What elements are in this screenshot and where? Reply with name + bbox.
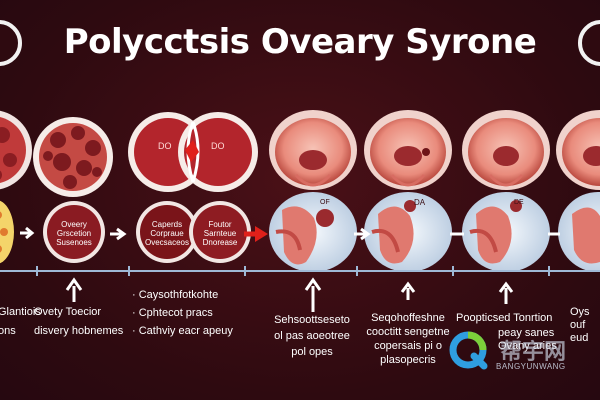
- caption-line: Ovany aries: [498, 340, 557, 352]
- ovary-label-1: OF: [320, 199, 330, 206]
- caption-line: cooctitt sengetne: [366, 326, 450, 338]
- circle-label-line: Dnorease: [202, 238, 238, 247]
- circle-label-line: Foutor: [208, 220, 232, 229]
- caption-line: Poopticsed Tonrtion: [456, 312, 553, 324]
- arrow-right-icon: [244, 226, 268, 242]
- caption-col1: Ovety Toecior disvery hobnemes: [34, 306, 123, 338]
- watermark-cn: 帮宇网: [500, 340, 567, 365]
- cell-label-top-left: DO: [158, 141, 172, 151]
- cell-pair-2: [128, 112, 258, 192]
- caption-line: ouf: [570, 319, 586, 331]
- circle-label-line: Caperds: [151, 220, 183, 229]
- maroon-circle-pair-2: [136, 201, 251, 263]
- ovary-label-2: DA: [414, 198, 426, 207]
- caption-line: copersais pi o: [374, 340, 442, 352]
- maroon-circle-1: [43, 201, 105, 263]
- timeline-axis: [0, 270, 600, 272]
- arrow-right-icon: [110, 227, 127, 241]
- caption-line: · Cphtecot pracs: [132, 307, 213, 319]
- caption-line: plasopecris: [380, 354, 436, 366]
- caption-line: Ovety Toecior: [34, 306, 102, 318]
- diagram-title: Polycctsis Oveary Syrone: [63, 22, 537, 62]
- timeline-tick: [452, 266, 454, 276]
- caption-col2: · Caysothfotkohte · Cphtecot pracs · Cat…: [132, 286, 233, 340]
- caption-col3: Sehsoottseseto ol pas aoeotree pol opes: [262, 314, 362, 359]
- arrow-right-icon: [20, 226, 35, 240]
- caption-line: Glantiois: [0, 306, 41, 318]
- circle-label-line: Ovecsaceos: [144, 238, 190, 247]
- caption-line: eud: [570, 332, 589, 344]
- arrow-up-icon: [304, 277, 322, 312]
- caption-line: · Cathviy eacr apeuy: [132, 325, 233, 337]
- caption-col0: Glantiois ons: [0, 306, 41, 338]
- caption-line: ol pas aoeotree: [274, 330, 350, 342]
- follicle-strip-left-edge: [0, 200, 14, 264]
- timeline-tick: [128, 266, 130, 276]
- ovary-top-5: [462, 110, 550, 190]
- caption-col4: Seqohoffeshne cooctitt sengetne copersai…: [362, 312, 454, 367]
- circle-label-line: Corpraue: [150, 229, 184, 238]
- arrow-up-icon: [400, 281, 416, 300]
- ovary-section-6-edge: [558, 192, 600, 272]
- caption-line: Oys: [570, 306, 590, 318]
- caption-line: Seqohoffeshne: [371, 312, 445, 324]
- caption-col5: Poopticsed Tonrtion peay sanes Ovany ari…: [456, 312, 557, 353]
- circle-label-stage2-right: Foutor Sarnteue Dnorease: [190, 220, 250, 247]
- circle-label-stage2-left: Caperds Corpraue Ovecsaceos: [137, 220, 197, 247]
- ovary-label-3: DE: [514, 199, 524, 206]
- ovary-top-4: [364, 110, 452, 190]
- caption-col6: Oys ouf eud: [570, 306, 590, 345]
- ovary-top-3: [269, 110, 357, 190]
- caption-line: disvery hobnemes: [34, 325, 124, 337]
- caption-line: Sehsoottseseto: [274, 314, 350, 326]
- arrow-up-icon: [498, 281, 514, 304]
- ovary-section-3: [269, 192, 357, 272]
- arrow-right-icon: [354, 227, 371, 241]
- cell-cluster-left-edge: [0, 110, 32, 190]
- circle-label-line: Grscetion: [56, 229, 92, 238]
- timeline-tick: [548, 266, 550, 276]
- timeline-tick: [244, 266, 246, 276]
- cell-cluster-1: [33, 117, 113, 197]
- ovary-section-4: [364, 192, 452, 272]
- caption-line: peay sanes: [498, 327, 555, 339]
- circle-label-line: Oveery: [61, 220, 87, 229]
- arrow-up-icon: [65, 277, 83, 302]
- cell-label-top-right: DO: [211, 141, 225, 151]
- timeline-tick: [36, 266, 38, 276]
- caption-line: ons: [0, 325, 16, 337]
- circle-label-line: Sarnteue: [203, 229, 237, 238]
- ovary-section-5: [462, 192, 550, 272]
- caption-line: pol opes: [291, 346, 333, 358]
- logo-q-icon: [448, 330, 488, 370]
- watermark-latin: BANGYUNWANG: [496, 362, 566, 371]
- timeline-tick: [356, 266, 358, 276]
- circle-label-line: Susenoes: [56, 238, 92, 247]
- caption-line: · Caysothfotkohte: [132, 289, 219, 301]
- circle-label-stage1: Oveery Grscetion Susenoes: [44, 220, 104, 247]
- ovary-top-6-edge: [556, 110, 600, 190]
